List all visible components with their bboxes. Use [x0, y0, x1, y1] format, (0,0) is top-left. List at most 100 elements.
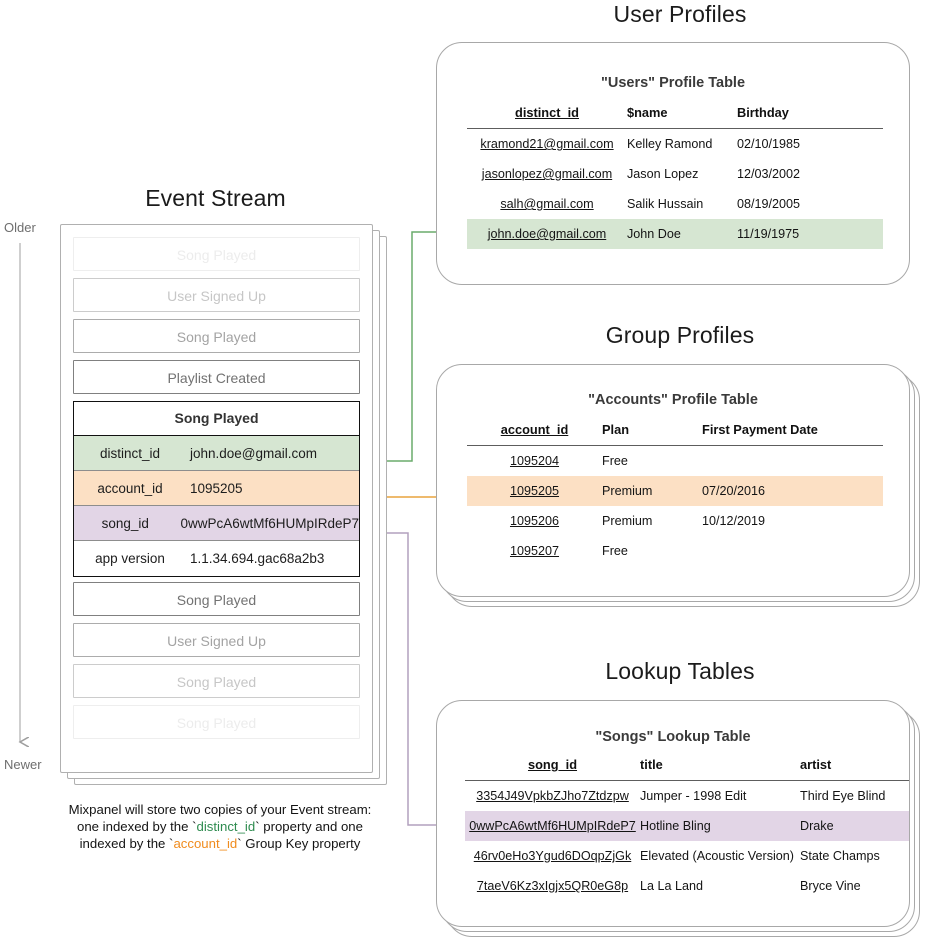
cell-first-payment-date: 07/20/2016 [702, 476, 883, 506]
cell-birthday: 02/10/1985 [737, 137, 801, 151]
user-profiles-panel: "Users" Profile Table distinct_id $name … [436, 42, 916, 287]
users-col-name: $name [627, 105, 668, 120]
table-row[interactable]: 46rv0eHo3Ygud6DOqpZjGk Elevated (Acousti… [465, 841, 909, 871]
expanded-event-card[interactable]: Song Played distinct_id john.doe@gmail.c… [73, 401, 360, 577]
cell-song-id: 0wwPcA6wtMf6HUMpIRdeP7 [465, 811, 640, 841]
event-property-value: 1.1.34.694.gac68a2b3 [190, 551, 325, 566]
event-list-item[interactable]: Song Played [73, 664, 360, 698]
event-property-key: app version [95, 551, 165, 566]
table-row[interactable]: 3354J49VpkbZJho7Ztdzpw Jumper - 1998 Edi… [465, 781, 909, 812]
cell-plan: Free [602, 454, 628, 468]
event-property-row-app-version: app version 1.1.34.694.gac68a2b3 [74, 541, 359, 576]
cell-distinct-id: john.doe@gmail.com [467, 219, 627, 249]
event-property-key: account_id [97, 480, 163, 496]
users-profile-card: "Users" Profile Table distinct_id $name … [436, 42, 910, 285]
cell-artist: Third Eye Blind [800, 789, 886, 803]
cell-artist: State Champs [800, 849, 880, 863]
songs-lookup-card: "Songs" Lookup Table song_id title artis… [436, 700, 910, 927]
table-row-highlighted[interactable]: 0wwPcA6wtMf6HUMpIRdeP7 Hotline Bling Dra… [465, 811, 909, 841]
accounts-col-plan: Plan [602, 422, 630, 437]
cell-plan: Free [602, 544, 628, 558]
cell-name: John Doe [627, 219, 737, 249]
cell-title: Elevated (Acoustic Version) [640, 849, 794, 863]
caption-line-1: Mixpanel will store two copies of your E… [68, 802, 372, 817]
cell-song-id: 7taeV6Kz3xIgjx5QR0eG8p [476, 879, 629, 893]
table-row[interactable]: jasonlopez@gmail.com Jason Lopez 12/03/2… [467, 159, 883, 189]
axis-label-older: Older [4, 220, 36, 235]
event-list-item[interactable]: Song Played [73, 237, 360, 271]
cell-plan: Premium [602, 514, 653, 528]
lookup-tables-panel: "Songs" Lookup Table song_id title artis… [436, 700, 926, 950]
table-row[interactable]: kramond21@gmail.com Kelley Ramond 02/10/… [467, 129, 883, 160]
songs-table-title: "Songs" Lookup Table [595, 729, 751, 745]
cell-account-id: 1095206 [509, 514, 560, 528]
cell-artist: Bryce Vine [800, 879, 861, 893]
table-row-highlighted[interactable]: 1095205 Premium 07/20/2016 [467, 476, 883, 506]
cell-distinct-id: jasonlopez@gmail.com [481, 167, 613, 181]
caption-account-id-key: account_id [173, 836, 238, 851]
caption-line-2-pre: one indexed by the ` [77, 819, 197, 834]
table-row-highlighted[interactable]: john.doe@gmail.com John Doe 11/19/1975 [467, 219, 883, 249]
table-header-row: account_id Plan First Payment Date [467, 422, 883, 446]
cell-birthday: 11/19/1975 [737, 219, 883, 249]
users-table: distinct_id $name Birthday kramond21@gma… [467, 105, 883, 249]
event-property-key: song_id [101, 515, 149, 531]
table-header-row: song_id title artist [465, 757, 909, 781]
table-row[interactable]: 1095204 Free [467, 446, 883, 477]
cell-account-id: 1095205 [467, 476, 602, 506]
cell-song-id: 3354J49VpkbZJho7Ztdzpw [476, 789, 629, 803]
songs-col-artist: artist [800, 757, 832, 772]
cell-account-id: 1095204 [509, 454, 560, 468]
table-row[interactable]: salh@gmail.com Salik Hussain 08/19/2005 [467, 189, 883, 219]
songs-col-song-id: song_id [527, 757, 578, 772]
group-profiles-panel: "Accounts" Profile Table account_id Plan… [436, 364, 926, 614]
event-property-value: 1095205 [190, 480, 243, 496]
event-property-key: distinct_id [99, 445, 161, 461]
cell-birthday: 08/19/2005 [737, 197, 801, 211]
axis-label-newer: Newer [4, 757, 42, 772]
event-list-item[interactable]: User Signed Up [73, 623, 360, 657]
accounts-col-first-payment-date: First Payment Date [702, 422, 818, 437]
cell-title: Jumper - 1998 Edit [640, 789, 747, 803]
event-property-value: 0wwPcA6wtMf6HUMpIRdeP7 [180, 515, 359, 531]
cell-distinct-id: kramond21@gmail.com [480, 137, 614, 151]
users-col-birthday: Birthday [737, 105, 789, 120]
table-row[interactable]: 1095207 Free [467, 536, 883, 566]
lookup-tables-title: Lookup Tables [605, 658, 755, 684]
event-list-item[interactable]: User Signed Up [73, 278, 360, 312]
event-list-item[interactable]: Song Played [73, 582, 360, 616]
caption-text: Mixpanel will store two copies of your E… [40, 801, 400, 852]
caption-distinct-id-key: distinct_id [196, 819, 256, 834]
cell-first-payment-date [702, 446, 883, 477]
table-header-row: distinct_id $name Birthday [467, 105, 883, 129]
cell-account-id: 1095207 [509, 544, 560, 558]
group-profiles-title: Group Profiles [605, 322, 755, 348]
cell-first-payment-date [702, 536, 883, 566]
cell-title: La La Land [640, 879, 704, 893]
event-list-item[interactable]: Song Played [73, 705, 360, 739]
songs-table: song_id title artist 3354J49VpkbZJho7Ztd… [465, 757, 909, 901]
event-stream-card: Song Played User Signed Up Song Played P… [60, 224, 373, 773]
table-row[interactable]: 7taeV6Kz3xIgjx5QR0eG8p La La Land Bryce … [465, 871, 909, 901]
accounts-table-title: "Accounts" Profile Table [588, 392, 758, 408]
event-property-row-distinct-id: distinct_id john.doe@gmail.com [74, 436, 359, 471]
users-table-title: "Users" Profile Table [600, 75, 746, 91]
users-col-distinct-id: distinct_id [515, 105, 579, 120]
event-list-item[interactable]: Playlist Created [73, 360, 360, 394]
accounts-profile-card: "Accounts" Profile Table account_id Plan… [436, 364, 910, 597]
table-row[interactable]: 1095206 Premium 10/12/2019 [467, 506, 883, 536]
event-property-row-song-id: song_id 0wwPcA6wtMf6HUMpIRdeP7 [74, 506, 359, 541]
accounts-table: account_id Plan First Payment Date 10952… [467, 422, 883, 566]
event-stream-card-stack: Song Played User Signed Up Song Played P… [60, 224, 387, 785]
cell-artist: Drake [800, 811, 909, 841]
cell-song-id: 46rv0eHo3Ygud6DOqpZjGk [473, 849, 632, 863]
cell-name: Salik Hussain [627, 197, 704, 211]
event-stream-title: Event Stream [145, 185, 286, 211]
cell-distinct-id: salh@gmail.com [500, 197, 594, 211]
event-list-item[interactable]: Song Played [73, 319, 360, 353]
cell-name: Kelley Ramond [627, 137, 713, 151]
cell-name: Jason Lopez [627, 167, 699, 181]
cell-birthday: 12/03/2002 [737, 167, 801, 181]
event-property-value: john.doe@gmail.com [190, 445, 318, 461]
cell-first-payment-date: 10/12/2019 [702, 514, 766, 528]
